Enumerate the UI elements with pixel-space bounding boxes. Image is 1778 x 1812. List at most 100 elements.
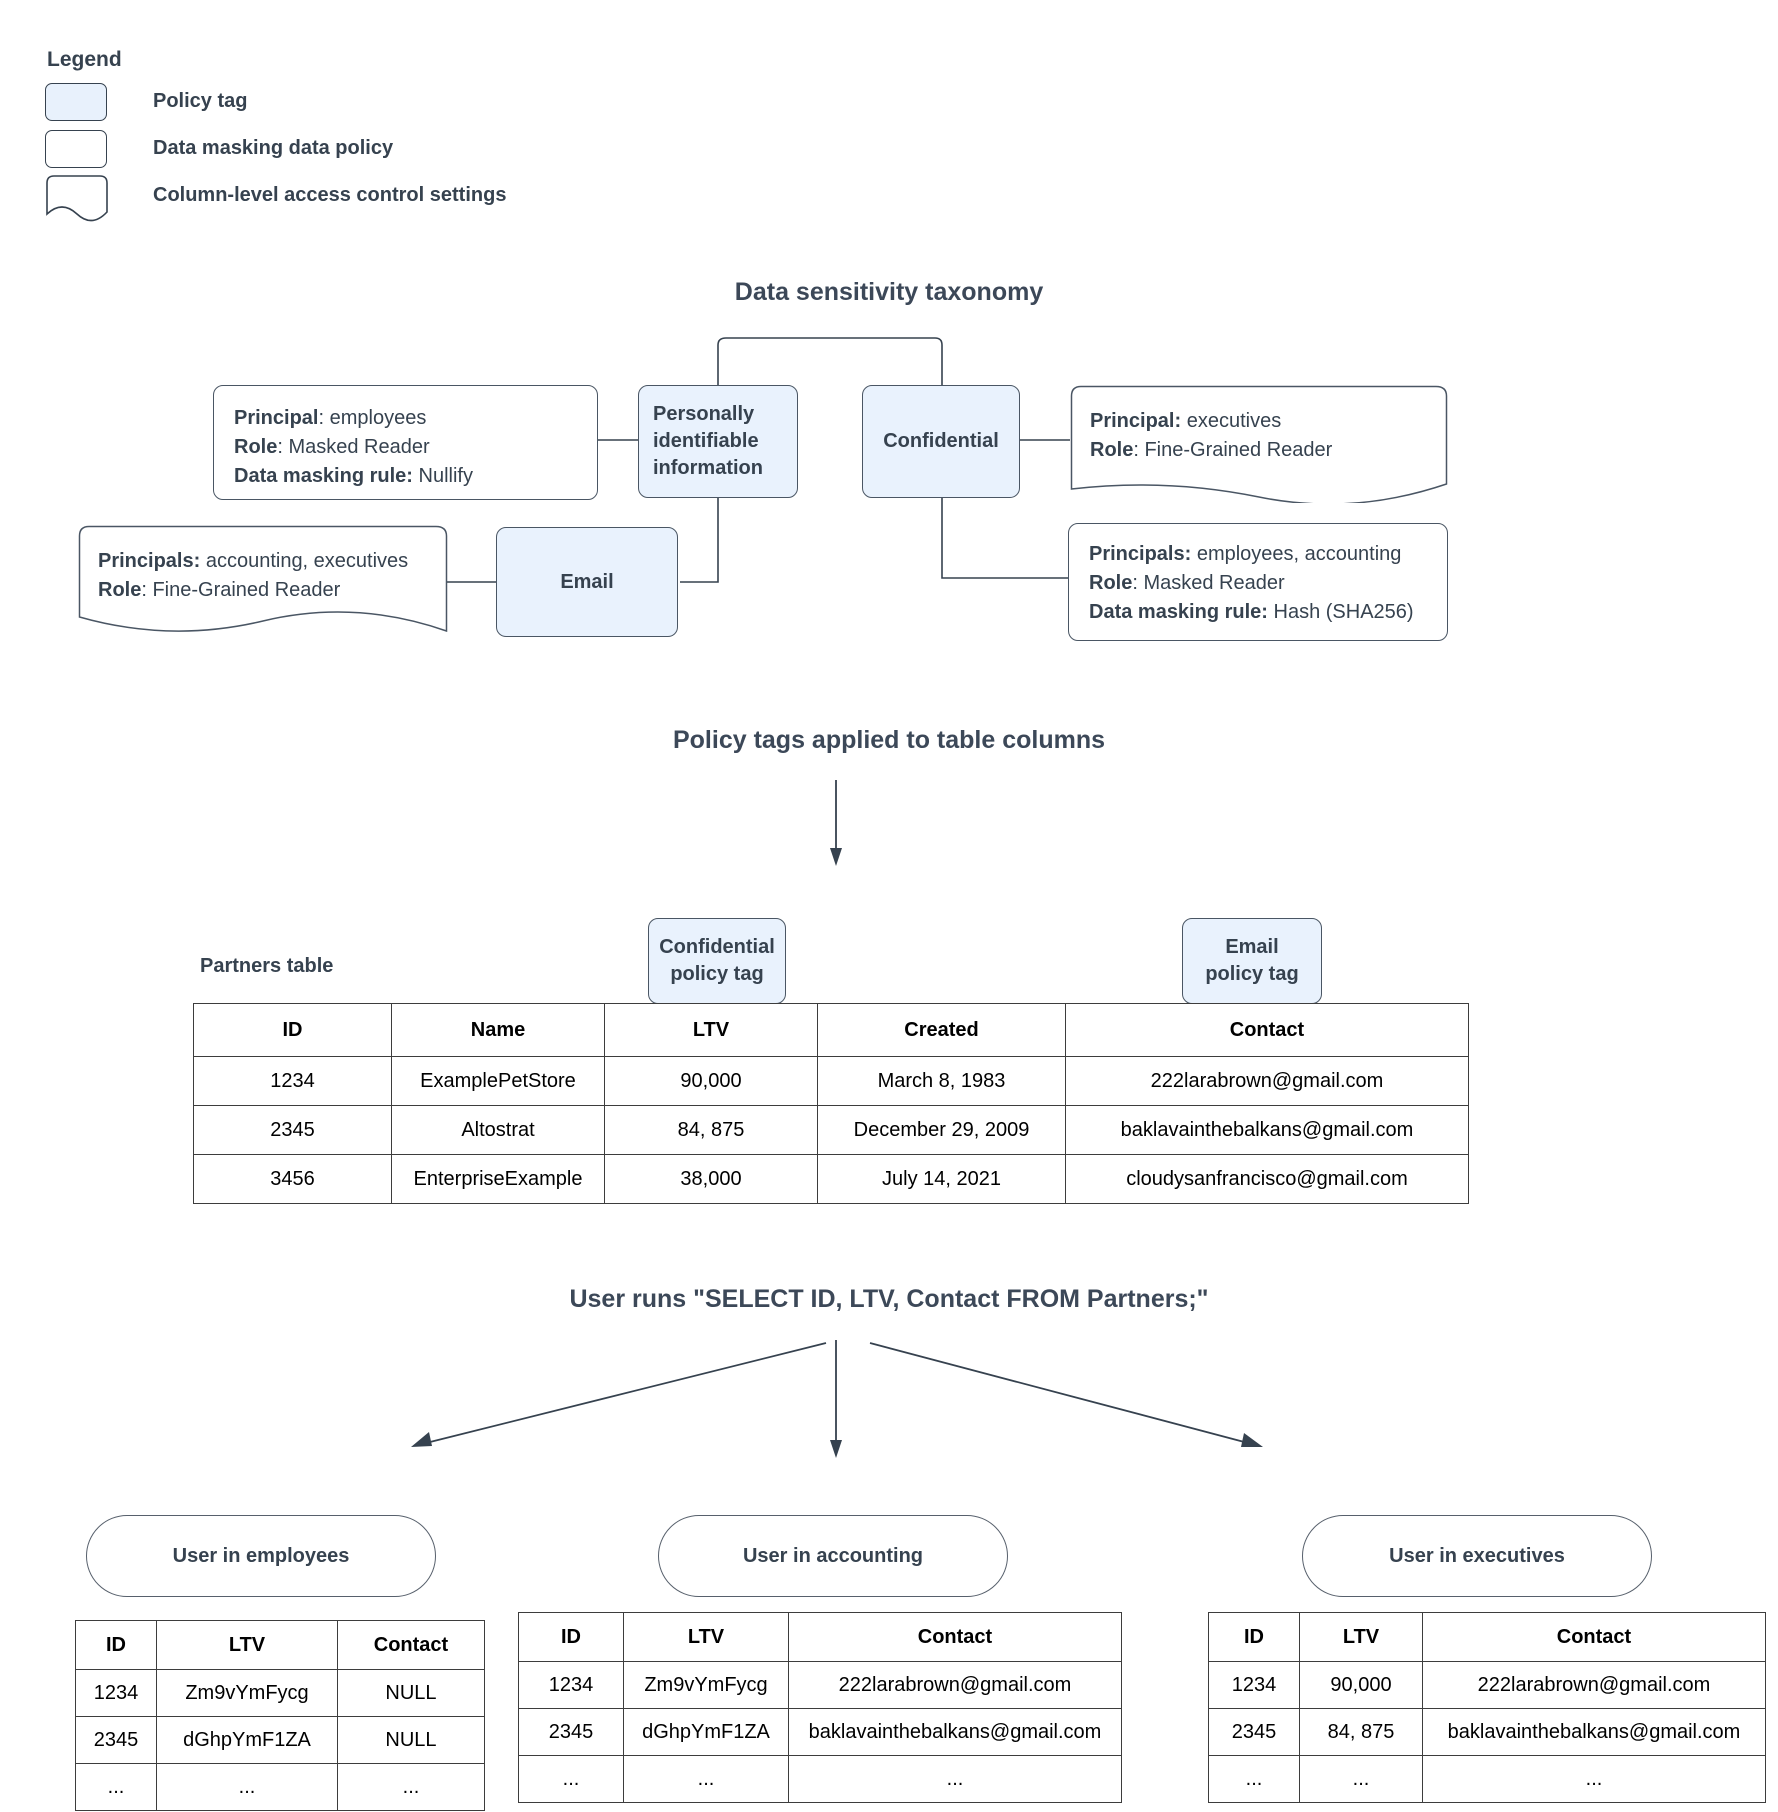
- table-cell: 2345: [75, 1716, 157, 1764]
- column-policy-tag-confidential[interactable]: Confidential policy tag: [648, 918, 786, 1004]
- column-acl-swatch: [45, 173, 108, 221]
- table-cell: ...: [518, 1755, 624, 1803]
- table-cell: dGhpYmF1ZA: [623, 1708, 789, 1756]
- policy-tag-confidential[interactable]: Confidential: [862, 385, 1020, 498]
- pii-policy-rule-value: Nullify: [412, 465, 473, 487]
- confidential-policy-role-label: Role: [1089, 572, 1133, 594]
- legend-label-policy-tag: Policy tag: [153, 90, 248, 112]
- table-cell: 1234: [193, 1056, 392, 1106]
- table-cell: ...: [75, 1763, 157, 1811]
- persona-executives[interactable]: User in executives: [1302, 1515, 1652, 1597]
- table-cell: 1234: [75, 1669, 157, 1717]
- data-masking-policy-swatch: [45, 129, 107, 168]
- column-policy-tag-email[interactable]: Email policy tag: [1182, 918, 1322, 1004]
- confidential-acl-principal-row: Principal: executives: [1090, 407, 1428, 436]
- email-acl-role-label: Role: [98, 579, 142, 601]
- policy-tag-pii[interactable]: Personally identifiable information: [638, 385, 798, 498]
- policy-tag-email[interactable]: Email: [496, 527, 678, 637]
- table-cell: ...: [337, 1763, 485, 1811]
- pii-policy-role-label: Role: [234, 436, 278, 458]
- legend-label-data-masking: Data masking data policy: [153, 137, 394, 159]
- confidential-policy-rule-label: Data masking rule:: [1089, 601, 1268, 623]
- table-cell: ...: [1422, 1755, 1766, 1803]
- result-col-contact: Contact: [337, 1620, 485, 1670]
- result-col-id: ID: [1208, 1612, 1300, 1662]
- email-column-acl-box: Principals: accounting, executives Role:…: [78, 525, 448, 645]
- result-col-id: ID: [75, 1620, 157, 1670]
- table-cell: Altostrat: [391, 1105, 605, 1155]
- table-cell: 2345: [193, 1105, 392, 1155]
- legend-item-data-masking: Data masking data policy: [45, 125, 665, 172]
- persona-executives-label: User in executives: [1389, 1544, 1565, 1567]
- table-row: .........: [518, 1755, 1122, 1803]
- email-acl-role-row: Role: Fine-Grained Reader: [98, 576, 428, 605]
- table-row: .........: [1208, 1755, 1766, 1803]
- table-cell: 90,000: [604, 1056, 818, 1106]
- pii-policy-role-row: Role: Masked Reader: [234, 433, 577, 462]
- taxonomy-heading: Data sensitivity taxonomy: [734, 278, 1044, 306]
- applied-heading: Policy tags applied to table columns: [672, 726, 1106, 754]
- column-policy-tag-confidential-line1: Confidential: [659, 936, 775, 958]
- legend-item-column-acl: Column-level access control settings: [45, 172, 665, 221]
- result-col-ltv: LTV: [1299, 1612, 1423, 1662]
- policy-tag-email-label: Email: [560, 570, 614, 593]
- confidential-acl-principal-value: executives: [1181, 410, 1282, 432]
- table-cell: NULL: [337, 1716, 485, 1764]
- result-col-ltv: LTV: [156, 1620, 338, 1670]
- email-acl-role-value: : Fine-Grained Reader: [141, 579, 341, 601]
- persona-employees[interactable]: User in employees: [86, 1515, 436, 1597]
- email-acl-principals-value: accounting, executives: [200, 550, 409, 572]
- table-cell: Zm9vYmFycg: [156, 1669, 338, 1717]
- partners-table-col-ltv: LTV: [604, 1003, 818, 1057]
- table-cell: 222larabrown@gmail.com: [788, 1661, 1122, 1709]
- column-policy-tag-email-line2: policy tag: [1205, 963, 1299, 985]
- pii-policy-rule-row: Data masking rule: Nullify: [234, 462, 577, 491]
- table-cell: ...: [1208, 1755, 1300, 1803]
- persona-accounting-label: User in accounting: [742, 1544, 924, 1567]
- table-cell: July 14, 2021: [817, 1154, 1066, 1204]
- table-cell: ...: [623, 1755, 789, 1803]
- confidential-policy-rule-row: Data masking rule: Hash (SHA256): [1089, 598, 1427, 627]
- pii-policy-principal-value: : employees: [318, 407, 427, 429]
- partners-table-col-name: Name: [391, 1003, 605, 1057]
- table-cell: 84, 875: [604, 1105, 818, 1155]
- table-cell: March 8, 1983: [817, 1056, 1066, 1106]
- table-cell: ...: [788, 1755, 1122, 1803]
- table-row: .........: [75, 1763, 485, 1811]
- column-policy-tag-confidential-line2: policy tag: [670, 963, 764, 985]
- table-cell: baklavainthebalkans@gmail.com: [1422, 1708, 1766, 1756]
- table-cell: 1234: [1208, 1661, 1300, 1709]
- table-cell: 1234: [518, 1661, 624, 1709]
- confidential-acl-principal-label: Principal:: [1090, 410, 1182, 432]
- partners-table-col-created: Created: [817, 1003, 1066, 1057]
- table-cell: ...: [156, 1763, 338, 1811]
- confidential-policy-principals-value: employees, accounting: [1191, 543, 1402, 565]
- table-cell: 222larabrown@gmail.com: [1422, 1661, 1766, 1709]
- confidential-policy-role-value: : Masked Reader: [1132, 572, 1285, 594]
- column-policy-tag-email-line1: Email: [1225, 936, 1279, 958]
- table-cell: ExamplePetStore: [391, 1056, 605, 1106]
- table-cell: 90,000: [1299, 1661, 1423, 1709]
- table-cell: 2345: [1208, 1708, 1300, 1756]
- persona-accounting[interactable]: User in accounting: [658, 1515, 1008, 1597]
- confidential-data-masking-policy-box: Principals: employees, accounting Role: …: [1068, 523, 1448, 641]
- partners-table-col-id: ID: [193, 1003, 392, 1057]
- partners-table-caption: Partners table: [200, 955, 334, 977]
- confidential-column-acl-box: Principal: executives Role: Fine-Grained…: [1070, 385, 1448, 503]
- query-heading: User runs "SELECT ID, LTV, Contact FROM …: [569, 1285, 1209, 1313]
- result-col-id: ID: [518, 1612, 624, 1662]
